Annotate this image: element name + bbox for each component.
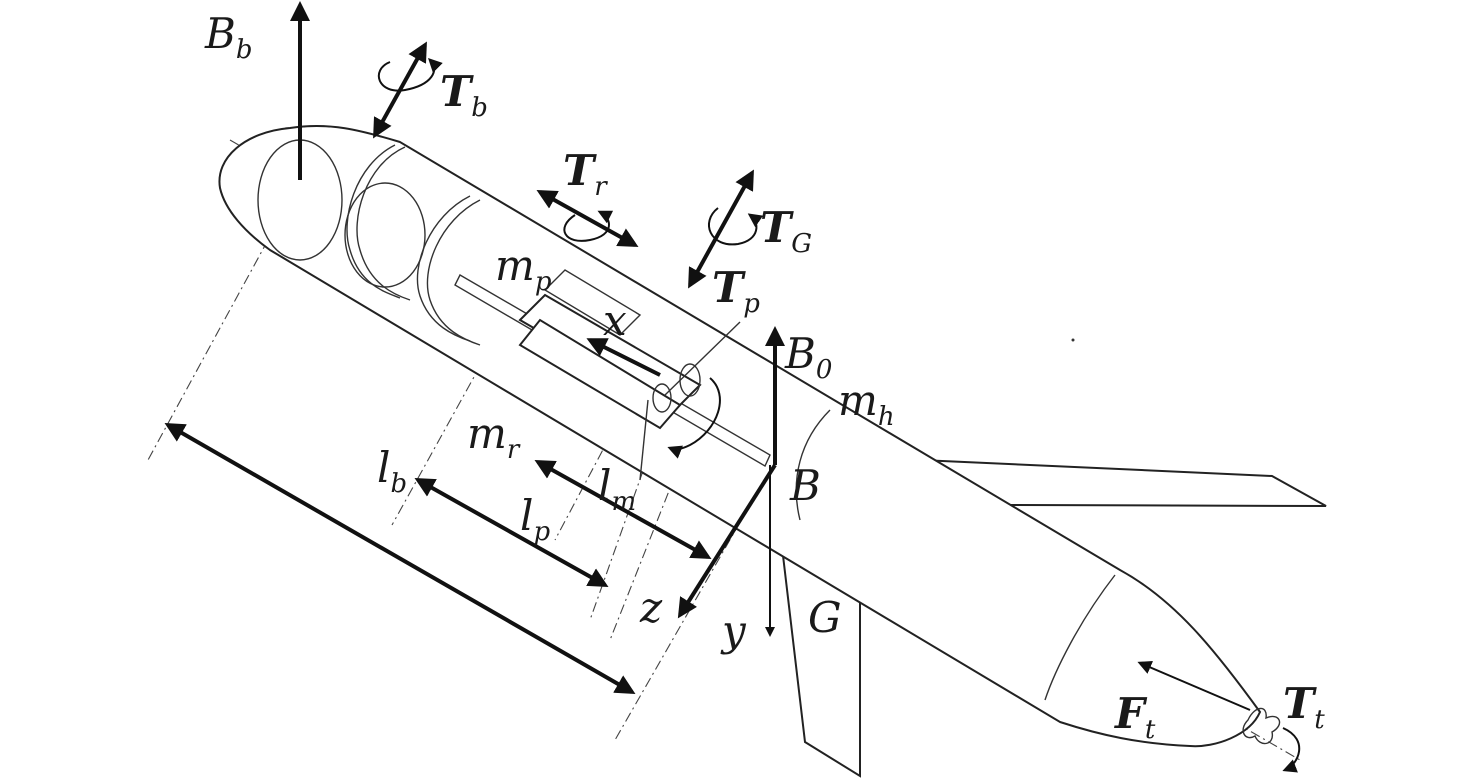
arrow-TG	[688, 169, 754, 289]
label-G: G	[808, 593, 842, 642]
label-Tt: Tt	[1283, 679, 1325, 735]
dim-lm	[534, 460, 712, 559]
arrow-Ft	[1137, 660, 1251, 711]
arrow-x	[586, 338, 661, 377]
label-mh: mh	[838, 376, 895, 432]
label-lm: lm	[598, 461, 636, 517]
label-lp: lp	[520, 491, 550, 547]
label-z: z	[639, 583, 663, 632]
internal-masses	[454, 269, 771, 467]
force-arrows	[164, 1, 1251, 711]
propeller-icon	[1242, 707, 1281, 745]
dim-lb	[164, 423, 636, 694]
label-TG: TG	[760, 203, 812, 259]
label-mp: mp	[495, 241, 552, 297]
diagram-labels: Bb Tb Tr TG Tp mp x B0 mh B mr lb lp lm …	[204, 9, 1325, 745]
glider-hull	[218, 125, 1262, 748]
arrow-Tr	[536, 190, 639, 247]
label-Tp: Tp	[712, 263, 760, 319]
label-lb: lb	[377, 443, 407, 499]
label-B: B	[789, 461, 821, 510]
label-Tb: Tb	[440, 67, 488, 123]
label-Ft: Ft	[1114, 689, 1156, 745]
hull-sections	[346, 144, 1116, 701]
label-y: y	[720, 606, 747, 655]
leader-lines	[639, 321, 741, 481]
label-B0: B0	[784, 329, 832, 385]
label-Tr: Tr	[563, 146, 608, 202]
label-Bb: Bb	[204, 9, 253, 65]
dim-lp	[414, 478, 609, 587]
stray-dot	[1071, 338, 1075, 342]
label-x: x	[603, 296, 627, 345]
arrow-z	[677, 463, 777, 619]
label-mr: mr	[467, 409, 521, 465]
torque-curls	[378, 58, 1301, 773]
